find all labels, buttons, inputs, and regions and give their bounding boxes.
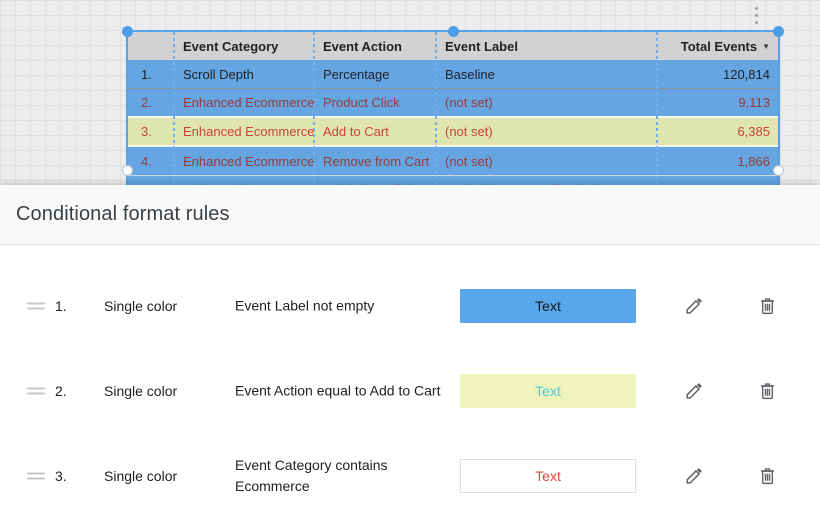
edit-rule-button[interactable]: [681, 293, 707, 319]
table-row: 3. Enhanced Ecommerce Add to Cart (not s…: [128, 116, 778, 147]
format-rule-row: 3. Single color Event Category contains …: [0, 433, 820, 518]
delete-rule-button[interactable]: [754, 293, 780, 319]
trash-icon: [760, 383, 774, 400]
edit-rule-button[interactable]: [681, 378, 707, 404]
rule-condition: Event Label not empty: [235, 297, 375, 313]
table-cell: 1.: [141, 66, 152, 82]
header-row-number: [128, 32, 175, 60]
panel-header: Conditional format rules: [0, 185, 820, 245]
column-guide: [313, 32, 315, 185]
rule-condition: Event Action equal to Add to Cart: [235, 382, 441, 398]
table-cell: Enhanced Ecommerce: [183, 124, 315, 139]
selection-handle-top-left[interactable]: [122, 26, 133, 37]
table-cell: 9,113: [738, 95, 770, 110]
header-total-events-label: Total Events: [680, 38, 758, 54]
selection-handle-right-middle[interactable]: [773, 165, 784, 176]
rule-index: 3.: [55, 467, 67, 484]
table-cell: 4.: [141, 153, 152, 169]
delete-rule-button[interactable]: [754, 378, 780, 404]
header-total-events[interactable]: Total Events ▼: [658, 32, 778, 60]
drag-handle-icon[interactable]: [27, 384, 45, 397]
table-options-kebab-icon[interactable]: [752, 7, 760, 29]
rule-style-swatch[interactable]: Text: [460, 288, 636, 323]
table-row: 1. Scroll Depth Percentage Baseline 120,…: [128, 60, 778, 88]
selection-handle-left-middle[interactable]: [122, 165, 133, 176]
table-cell: Percentage: [323, 66, 390, 82]
table-cell: 5.: [128, 176, 175, 185]
panel-body: 1. Single color Event Label not empty Te…: [0, 245, 820, 518]
header-event-category[interactable]: Event Category: [183, 38, 279, 54]
trash-icon: [760, 468, 774, 485]
table-cell: 120,814: [723, 66, 770, 82]
table-cell: 2.: [141, 95, 152, 110]
panel-title: Conditional format rules: [16, 203, 230, 225]
rule-type: Single color: [104, 467, 178, 484]
table-cell: Enhanced Ecommerce: [175, 176, 315, 185]
rule-condition: Event Category contains Ecommerce: [235, 456, 388, 494]
pencil-icon: [685, 468, 702, 484]
table-row: 2. Enhanced Ecommerce Product Click (not…: [128, 88, 778, 116]
drag-handle-icon[interactable]: [27, 299, 45, 312]
column-guide: [656, 32, 658, 185]
header-event-label[interactable]: Event Label: [445, 38, 518, 54]
column-guide: [173, 32, 175, 185]
format-rule-row: 1. Single color Event Label not empty Te…: [0, 263, 820, 348]
selection-handle-top-middle[interactable]: [448, 26, 459, 37]
table-cell: Scroll Depth: [183, 66, 254, 82]
drag-handle-icon[interactable]: [27, 469, 45, 482]
conditional-format-panel: Conditional format rules 1. Single color…: [0, 185, 820, 524]
table-cell: (not set): [445, 153, 493, 169]
rule-index: 2.: [55, 382, 67, 399]
trash-icon: [760, 298, 774, 315]
delete-rule-button[interactable]: [754, 463, 780, 489]
rule-style-swatch[interactable]: Text: [460, 373, 636, 408]
table-cell: 6,385: [737, 124, 770, 139]
format-rule-row: 2. Single color Event Action equal to Ad…: [0, 348, 820, 433]
table-cell: 1,866: [737, 153, 770, 169]
report-canvas[interactable]: Event Category Event Action Event Label …: [0, 0, 820, 185]
table-cell: Add to Cart: [323, 124, 389, 139]
selection-handle-top-right[interactable]: [773, 26, 784, 37]
table-cell: Quickview Click: [315, 176, 437, 185]
edit-rule-button[interactable]: [681, 463, 707, 489]
rule-type: Single color: [104, 382, 178, 399]
table-cell: Baseline: [445, 66, 495, 82]
table-cell: 3.: [141, 124, 152, 139]
rule-style-swatch[interactable]: Text: [460, 458, 636, 493]
table-row: 4. Enhanced Ecommerce Remove from Cart (…: [128, 147, 778, 175]
sort-desc-icon: ▼: [762, 41, 770, 51]
rule-type: Single color: [104, 297, 178, 314]
table-cell: Enhanced Ecommerce: [183, 153, 315, 169]
events-table[interactable]: Event Category Event Action Event Label …: [126, 30, 780, 185]
table-cell: Enhanced Ecommerce: [183, 95, 315, 110]
rule-index: 1.: [55, 297, 67, 314]
column-guide: [435, 32, 437, 185]
header-event-action[interactable]: Event Action: [323, 38, 402, 54]
table-cell: (not set): [445, 124, 493, 139]
table-row: 5. Enhanced Ecommerce Quickview Click An…: [128, 175, 778, 185]
pencil-icon: [685, 383, 702, 399]
table-cell: (not set): [445, 95, 493, 110]
table-cell: Remove from Cart: [323, 153, 430, 169]
table-cell: 1,320: [658, 176, 778, 185]
pencil-icon: [685, 298, 702, 314]
table-cell: Android Tape Hoodie Black: [437, 176, 658, 185]
table-cell: Product Click: [323, 95, 400, 110]
